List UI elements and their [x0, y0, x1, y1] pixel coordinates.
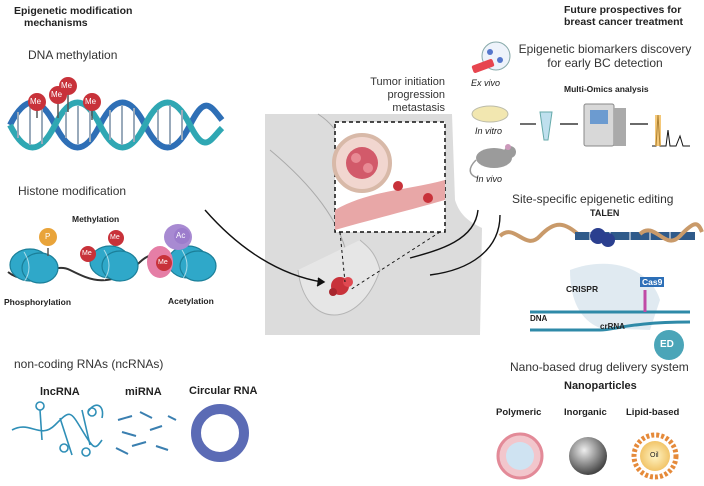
- crispr-label: CRISPR: [566, 284, 599, 294]
- crispr-drawing: [530, 263, 691, 360]
- mirna-label: miRNA: [125, 386, 162, 398]
- ex-vivo-drawing: [471, 41, 511, 73]
- lncrna-label: lncRNA: [40, 386, 80, 398]
- ex-vivo-label: Ex vivo: [471, 78, 501, 88]
- left-heading-line1: Epigenetic modification: [14, 5, 133, 17]
- ac-label: Ac: [176, 231, 186, 240]
- acetylation-label: Acetylation: [168, 296, 214, 306]
- histone-me-label-1: Me: [82, 250, 92, 257]
- me-label-3: Me: [61, 81, 73, 90]
- lncrna-drawing: [11, 401, 104, 457]
- inorganic-particle: [569, 437, 607, 475]
- arrows: [204, 209, 501, 287]
- histone-me-label-2: Me: [110, 234, 120, 241]
- histone-me-label-3: Me: [158, 259, 168, 266]
- crrna-label: crRNA: [600, 322, 625, 331]
- editing-label: Site-specific epigenetic editing: [512, 192, 674, 206]
- me-label-4: Me: [85, 97, 97, 106]
- nano-label: Nano-based drug delivery system: [510, 360, 689, 374]
- lipid-label: Lipid-based: [626, 407, 680, 418]
- talen-label: TALEN: [590, 208, 620, 218]
- dna-label: DNA: [530, 314, 548, 323]
- cas9-label: Cas9: [640, 277, 665, 287]
- multi-omics-label: Multi-Omics analysis: [564, 84, 649, 94]
- circular-rna-label: Circular RNA: [189, 385, 258, 397]
- in-vivo-label: In vivo: [476, 174, 503, 184]
- left-heading-line2: mechanisms: [24, 17, 88, 29]
- multi-omics-drawing: [520, 103, 690, 147]
- in-vitro-drawing: [471, 105, 509, 123]
- tumor-line3: metastasis: [392, 102, 445, 114]
- histone-chromatin: [7, 224, 217, 284]
- ncrna-title: non-coding RNAs (ncRNAs): [14, 357, 164, 371]
- biomarkers-line2: for early BC detection: [547, 56, 663, 70]
- mirna-drawing: [115, 411, 177, 455]
- polymeric-label: Polymeric: [496, 407, 542, 418]
- me-label-2: Me: [51, 90, 63, 99]
- me-label-1: Me: [30, 97, 42, 106]
- nanoparticles-label: Nanoparticles: [564, 380, 637, 392]
- tumor-label: Tumor initiation progression metastasis: [330, 76, 445, 115]
- polymeric-particle: [496, 432, 544, 480]
- circular-rna-ring: [191, 404, 249, 462]
- biomarkers-line1: Epigenetic biomarkers discovery: [518, 42, 692, 56]
- biomarkers-label: Epigenetic biomarkers discovery for earl…: [510, 42, 700, 70]
- tumor-inset: [332, 121, 446, 291]
- methylation-label: Methylation: [72, 214, 120, 224]
- p-label: P: [45, 232, 51, 241]
- dna-methylation-title: DNA methylation: [28, 48, 118, 62]
- ed-label: ED: [660, 339, 674, 350]
- tumor-line2: progression: [387, 89, 445, 101]
- right-heading-line2: breast cancer treatment: [564, 16, 684, 28]
- phosphorylation-label: Phosphorylation: [4, 297, 72, 307]
- tumor-line1: Tumor initiation: [370, 76, 445, 88]
- right-heading-line1: Future prospectives for: [564, 4, 682, 16]
- inorganic-label: Inorganic: [564, 407, 607, 418]
- in-vivo-mouse: [469, 144, 516, 179]
- lipid-particle: [631, 432, 679, 480]
- dna-helix: [7, 99, 225, 151]
- methyl-markers: [28, 77, 101, 120]
- histone-title: Histone modification: [18, 184, 127, 198]
- in-vitro-label: In vitro: [475, 126, 503, 136]
- oil-label: Oil: [650, 452, 659, 459]
- talen-drawing: [498, 222, 704, 247]
